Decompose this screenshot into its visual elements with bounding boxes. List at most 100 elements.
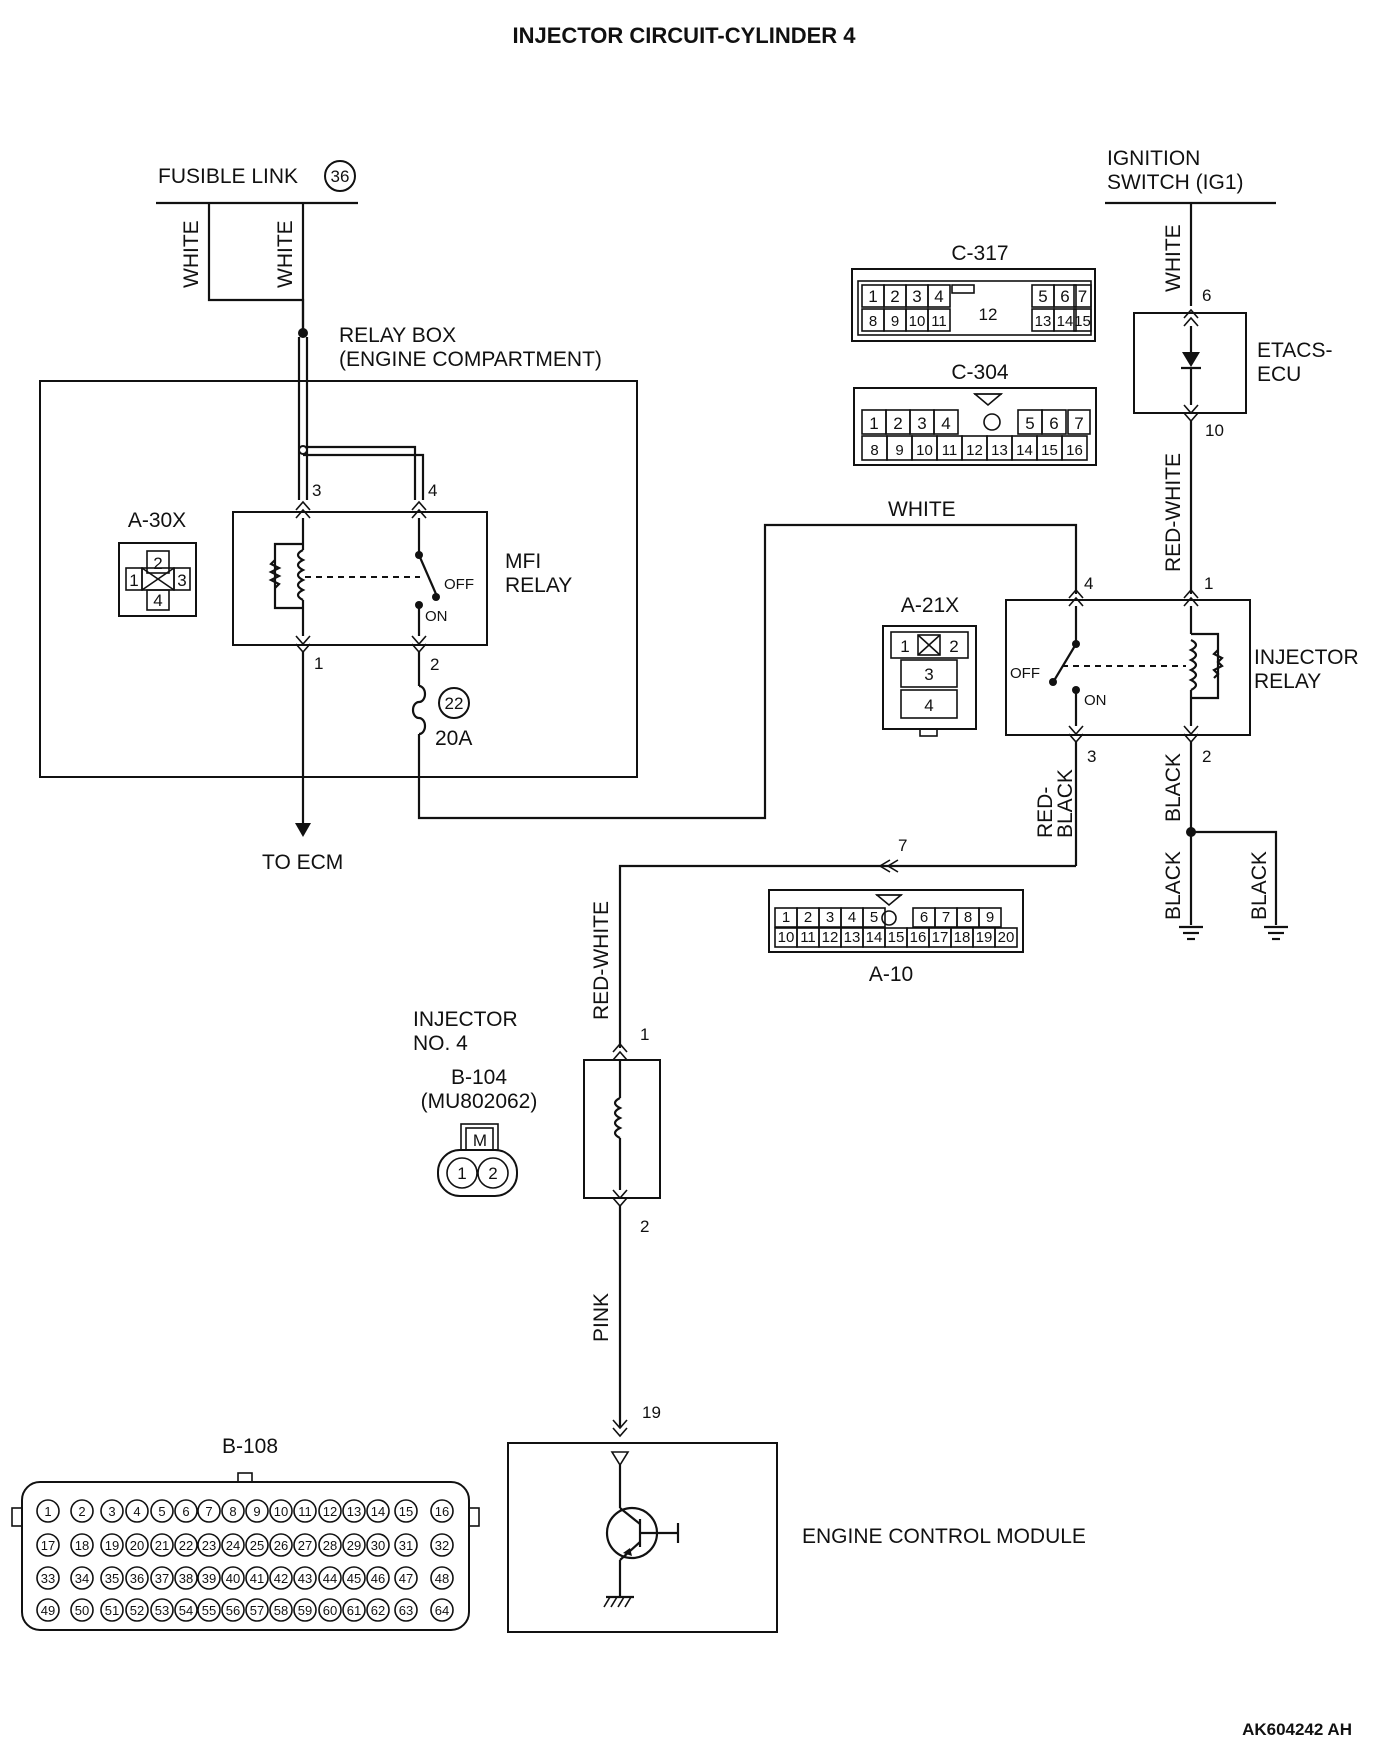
a10-pin: 14	[866, 929, 883, 946]
a21x-pin-2: 2	[949, 637, 958, 656]
b108-pin: 58	[274, 1603, 288, 1618]
b108-pin: 4	[133, 1504, 140, 1519]
b108-pin: 54	[179, 1603, 193, 1618]
c317-pin: 15	[1074, 313, 1091, 330]
a30x-pin-4: 4	[153, 591, 162, 610]
b108-pin: 27	[298, 1538, 312, 1553]
inj-relay-pin-2: 2	[1202, 747, 1211, 766]
fuse-rating: 20A	[435, 727, 472, 750]
a10-pin: 2	[804, 909, 812, 926]
injector-pin-2: 2	[640, 1217, 649, 1236]
b108-pin: 57	[250, 1603, 264, 1618]
c317-pin: 1	[868, 287, 877, 306]
b108-pin: 61	[347, 1603, 361, 1618]
injector-label-1: INJECTOR	[413, 1008, 518, 1031]
b108-pin: 35	[105, 1571, 119, 1586]
b108-pin: 31	[399, 1538, 413, 1553]
inj-relay-label-2: RELAY	[1254, 670, 1321, 693]
to-ecm-label: TO ECM	[262, 851, 343, 874]
c304-pin: 15	[1041, 442, 1058, 459]
b108-pin: 19	[105, 1538, 119, 1553]
a21x-pin-4: 4	[924, 696, 933, 715]
c317-center-pin: 12	[979, 305, 998, 324]
wire-color-red-black-2: BLACK	[1054, 769, 1077, 838]
b104-part: (MU802062)	[421, 1090, 538, 1113]
b108-pin: 5	[158, 1504, 165, 1519]
b104-pin-1: 1	[457, 1164, 466, 1183]
a30x-pin-1: 1	[129, 571, 138, 590]
a10-label: A-10	[869, 963, 913, 986]
b104-label: B-104	[451, 1066, 507, 1089]
inj-relay-label-1: INJECTOR	[1254, 646, 1359, 669]
a10-pin: 16	[910, 929, 927, 946]
b108-pin: 55	[202, 1603, 216, 1618]
diagram-title: INJECTOR CIRCUIT-CYLINDER 4	[512, 23, 856, 48]
a10-pin: 13	[844, 929, 861, 946]
b108-pin: 42	[274, 1571, 288, 1586]
b108-pin: 11	[298, 1504, 312, 1519]
b108-pin: 41	[250, 1571, 264, 1586]
b108-pin: 24	[226, 1538, 240, 1553]
c317-pin: 10	[909, 313, 926, 330]
b108-pin: 53	[155, 1603, 169, 1618]
mfi-relay-label-2: RELAY	[505, 574, 572, 597]
c317-pin: 7	[1078, 287, 1087, 306]
wire-color-black-lower-right: BLACK	[1248, 851, 1271, 920]
mfi-pin-4: 4	[428, 481, 437, 500]
b108-pin: 14	[371, 1504, 385, 1519]
c304-pin: 9	[895, 442, 903, 459]
a10-pin: 18	[954, 929, 971, 946]
ecm-pin-19: 19	[642, 1403, 661, 1422]
b108-pin: 40	[226, 1571, 240, 1586]
wire-color-pink: PINK	[590, 1293, 613, 1342]
ground-icon	[1264, 925, 1288, 941]
b108-pin: 64	[435, 1603, 449, 1618]
fuse-number: 22	[445, 694, 464, 713]
b108-pin: 25	[250, 1538, 264, 1553]
connector-a21x: A-21X 1 2 3 4	[882, 594, 977, 737]
a21x-pin-3: 3	[924, 665, 933, 684]
b108-pin: 7	[205, 1504, 212, 1519]
b108-pin: 59	[298, 1603, 312, 1618]
injector-pin-1: 1	[640, 1025, 649, 1044]
wire-color-white-2: WHITE	[274, 220, 297, 288]
a10-pin: 15	[888, 929, 905, 946]
b108-pin: 36	[130, 1571, 144, 1586]
c304-pin: 3	[917, 414, 926, 433]
b108-label: B-108	[222, 1435, 278, 1458]
b108-pin: 39	[202, 1571, 216, 1586]
b108-pin: 47	[399, 1571, 413, 1586]
b108-pin: 3	[108, 1504, 115, 1519]
c304-pin: 13	[991, 442, 1008, 459]
etacs-label-2: ECU	[1257, 363, 1301, 386]
c304-pin: 12	[966, 442, 983, 459]
a10-pin-7: 7	[898, 836, 907, 855]
b108-pin: 60	[323, 1603, 337, 1618]
b108-pin: 21	[155, 1538, 169, 1553]
b108-pin: 20	[130, 1538, 144, 1553]
b108-pin: 23	[202, 1538, 216, 1553]
b108-pin: 33	[41, 1571, 55, 1586]
b108-pin: 43	[298, 1571, 312, 1586]
wire-color-black-lower-left: BLACK	[1162, 851, 1185, 920]
a10-pin: 8	[964, 909, 972, 926]
etacs-label-1: ETACS-	[1257, 339, 1332, 362]
wire-color-red-white-upper: RED-WHITE	[1162, 453, 1185, 572]
fusible-link-badge	[324, 160, 356, 192]
injector-label-2: NO. 4	[413, 1032, 468, 1055]
c304-pin: 1	[869, 414, 878, 433]
figure-id: AK604242 AH	[1242, 1720, 1352, 1739]
b108-pin: 10	[274, 1504, 288, 1519]
relay-box-label-1: RELAY BOX	[339, 324, 456, 347]
b108-pin: 8	[229, 1504, 236, 1519]
c317-pin: 3	[912, 287, 921, 306]
wire-color-red-black-1: RED-	[1034, 787, 1057, 838]
b108-pin: 28	[323, 1538, 337, 1553]
c317-pin: 5	[1038, 287, 1047, 306]
fusible-link-group: FUSIBLE LINK 36 WHITE WHITE	[156, 160, 358, 338]
c317-pin: 11	[931, 313, 947, 330]
b108-pin: 48	[435, 1571, 449, 1586]
